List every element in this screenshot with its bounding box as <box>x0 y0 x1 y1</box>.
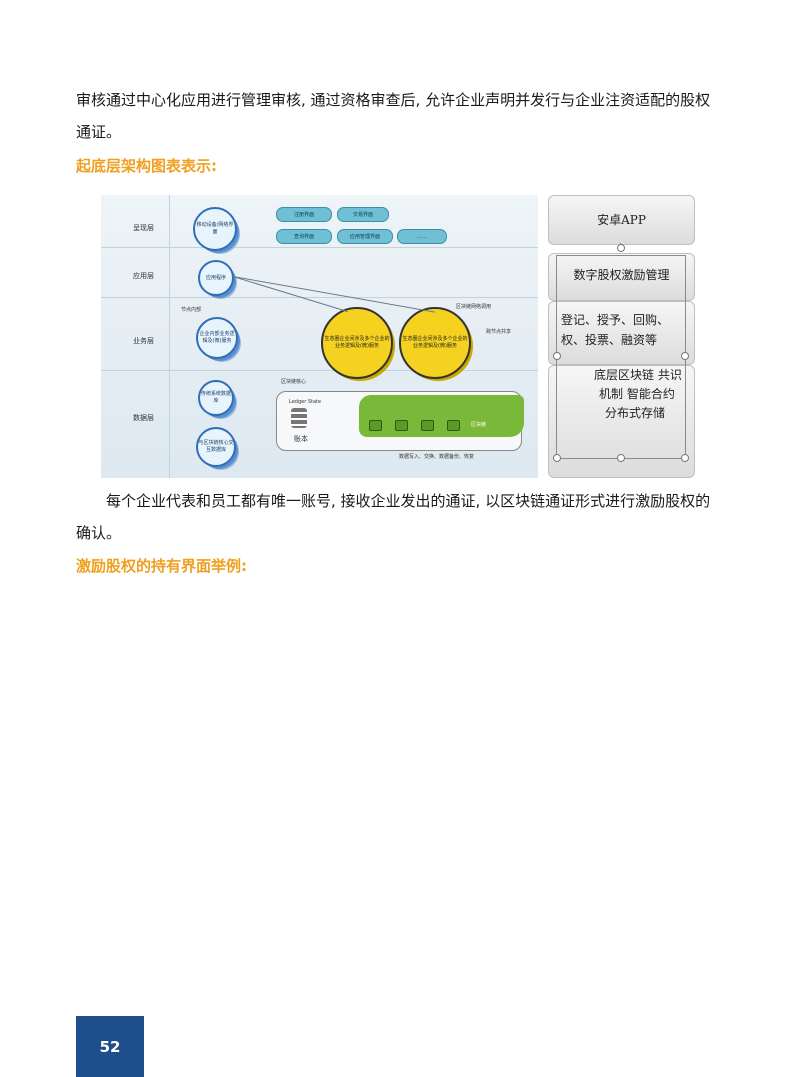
functions-box-label: 登记、授予、回购、权、投票、融资等 <box>561 313 670 347</box>
layer-divider <box>101 370 538 371</box>
handle-icon <box>553 352 561 360</box>
mobile-device-circle: 移动设备/网络界面 <box>193 207 237 251</box>
block-icon <box>369 420 382 431</box>
block-icon <box>447 420 460 431</box>
blockchain-band <box>359 395 524 437</box>
database-icon <box>291 408 307 428</box>
chain-net-label: 区块链网络调用 <box>456 304 492 310</box>
account-paragraph: 每个企业代表和员工都有唯一账号, 接收企业发出的通证, 以区块链通证形式进行激励… <box>76 492 711 542</box>
architecture-diagram: 呈现层 应用层 业务层 数据层 移动设备/网络界面 应用程序 企业内部业务逻辑及… <box>101 195 538 478</box>
page-number: 52 <box>76 1016 144 1077</box>
chain-core-label: 区块链核心 <box>281 379 307 385</box>
ecosystem-service-circle-2: 生态圈企业间涉及多个企业的业务逻辑及(微)服务 <box>399 307 471 379</box>
layer-divider-vertical <box>169 195 170 478</box>
section-heading-holding: 激励股权的持有界面举例: <box>76 557 247 575</box>
handle-icon <box>617 454 625 462</box>
enterprise-logic-circle: 企业内部业务逻辑及(微)服务 <box>196 317 238 359</box>
app-box-label: 安卓APP <box>597 213 646 227</box>
pill-query: 查询界面 <box>276 229 332 244</box>
manage-box: 数字股权激励管理 <box>548 253 695 301</box>
pill-more: …… <box>397 229 447 244</box>
base-line3: 分布式存储 <box>605 406 666 420</box>
legacy-database-circle: 传统系统数据库 <box>198 380 234 416</box>
layer-label-application: 应用层 <box>133 272 154 280</box>
layer-label-data: 数据层 <box>133 414 154 422</box>
ledger-label: 账本 <box>294 435 308 443</box>
manage-box-label: 数字股权激励管理 <box>573 268 670 282</box>
handle-icon <box>681 454 689 462</box>
app-program-circle: 应用程序 <box>198 260 234 296</box>
block-icon <box>395 420 408 431</box>
ecosystem-service-circle-1: 生态圈企业间涉及多个企业的业务逻辑及(微)服务 <box>321 307 393 379</box>
node-inner-label: 节点内部 <box>181 307 202 313</box>
layer-label-business: 业务层 <box>133 337 154 345</box>
layer-divider <box>101 247 538 248</box>
layer-label-presentation: 呈现层 <box>133 224 154 232</box>
cross-node-label: 跨节点共享 <box>486 329 512 335</box>
handle-icon <box>617 244 625 252</box>
blockchain-label: 区块链 <box>471 422 487 428</box>
app-box: 安卓APP <box>548 195 695 245</box>
pill-app-manage: 应用管理界面 <box>337 229 393 244</box>
section-heading-architecture: 起底层架构图表表示: <box>76 157 217 175</box>
base-line2: 机制 智能合约 <box>599 387 675 401</box>
ledger-state-label: Ledger State <box>289 399 322 405</box>
handle-icon <box>553 454 561 462</box>
base-line1: 底层区块链 共识 <box>594 368 682 382</box>
stack-diagram: 安卓APP 数字股权激励管理 登记、授予、回购、权、投票、融资等 底层区块链 共… <box>548 195 695 478</box>
chain-db-circle: 与区块链核心交互数据库 <box>196 427 236 467</box>
functions-box: 登记、授予、回购、权、投票、融资等 <box>548 301 695 365</box>
selection-frame <box>556 255 686 459</box>
bottom-note: 数据写入、交换、数据备份、恢复 <box>399 454 475 460</box>
intro-paragraph: 审核通过中心化应用进行管理审核, 通过资格审查后, 允许企业声明并发行与企业注资… <box>76 91 711 141</box>
pill-trade: 交易界面 <box>337 207 389 222</box>
pill-register: 注册界面 <box>276 207 332 222</box>
layer-divider <box>101 297 538 298</box>
block-icon <box>421 420 434 431</box>
handle-icon <box>681 352 689 360</box>
